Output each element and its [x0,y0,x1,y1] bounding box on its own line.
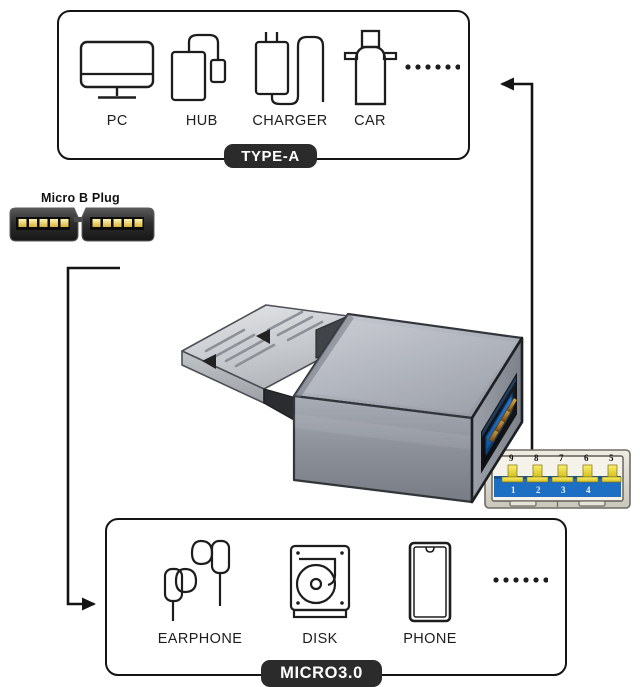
usb-pin-6: 6 [584,453,589,463]
usb-a-female-port [481,372,518,474]
panel-item-more [404,28,460,106]
hard-disk-icon [289,544,351,619]
pill-micro: MICRO3.0 [261,660,382,687]
usb-pin-5: 5 [609,453,614,463]
car-charger-icon [343,29,398,106]
smartphone-icon [408,541,452,623]
panel-item-charger: CHARGER [244,28,336,129]
connector-line-micro [66,266,120,611]
usb-pin-8: 8 [534,453,539,463]
usb-pin-4: 4 [586,485,591,495]
usb-pin-9: 9 [509,453,514,463]
usb-pin-1: 1 [511,485,516,495]
panel-item-label: DISK [302,631,338,647]
panel-item-label: PHONE [403,631,457,647]
adapter-product-render [181,304,524,504]
panel-item-label: EARPHONE [157,631,243,647]
usb-hub-icon [170,33,226,102]
micro-b-plug-pinout [9,207,155,242]
panel-item-label: PC [106,113,128,129]
panel-item-disk: DISK [265,536,375,647]
ellipsis-icon [493,577,548,583]
adapter-metal-body [292,312,524,504]
panel-micro: EARPHONE DISK [105,518,567,676]
usb-a-pinout-graphic [484,449,631,509]
usb-pin-7: 7 [559,453,564,463]
usb-a-pinout: 9 8 7 6 5 1 2 3 4 [484,449,631,509]
panel-item-label: CAR [354,113,386,129]
panel-item-label: HUB [185,113,218,129]
panel-item-phone: PHONE [375,536,485,647]
micro-b-plug-label: Micro B Plug [41,191,120,205]
panel-item-earphone: EARPHONE [135,536,265,647]
panel-type-a: PC HUB [57,10,470,160]
panel-item-car: CAR [336,28,404,129]
usb-pin-3: 3 [561,485,566,495]
panel-item-more [485,536,555,624]
panel-item-pc: PC [75,28,160,129]
usb-pin-2: 2 [536,485,541,495]
pill-type-a: TYPE-A [224,144,317,168]
monitor-icon [80,40,155,99]
ellipsis-icon [405,64,460,70]
earphones-icon [163,539,231,621]
panel-item-hub: HUB [160,28,245,129]
wall-charger-icon [254,32,325,106]
panel-item-label: CHARGER [252,113,328,129]
